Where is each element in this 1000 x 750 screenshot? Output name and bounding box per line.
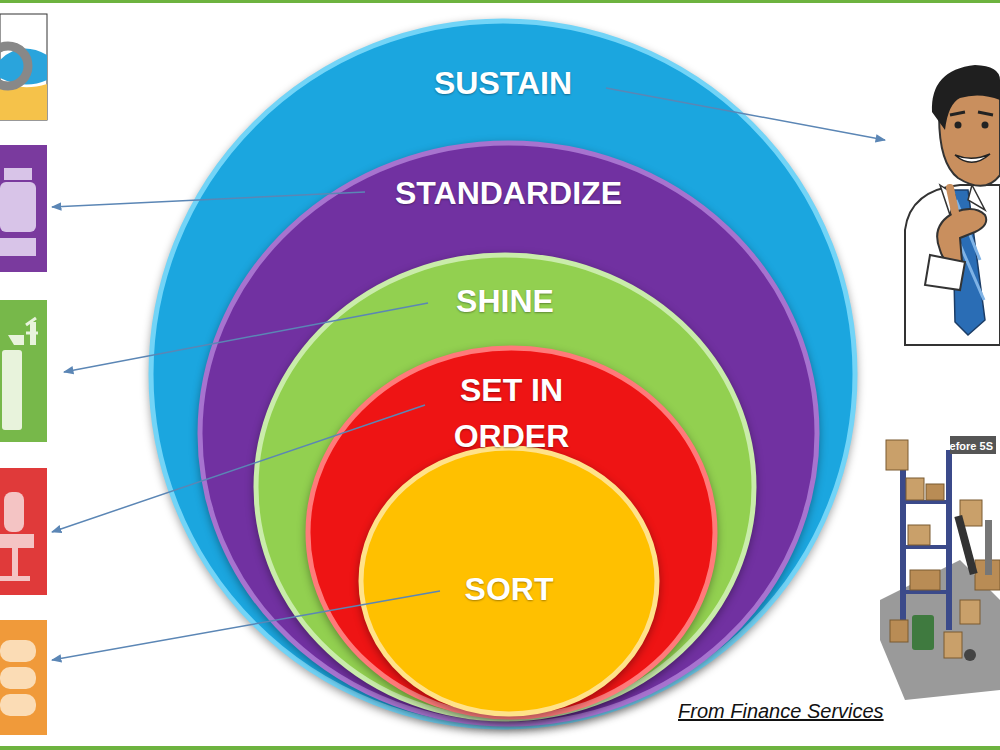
leader-line bbox=[52, 405, 425, 532]
leader-line bbox=[52, 591, 440, 660]
step-label: SHINE bbox=[395, 278, 615, 324]
step-label: SET IN ORDER bbox=[427, 367, 597, 460]
shine-icon bbox=[0, 300, 47, 442]
step-label: SORT bbox=[399, 566, 619, 612]
circle-node: SET IN ORDER SORT bbox=[305, 345, 718, 720]
step-label: SUSTAIN bbox=[343, 60, 663, 106]
frame-line bbox=[0, 746, 1000, 750]
cartoon-man bbox=[905, 65, 1000, 345]
sustain-icon bbox=[0, 14, 47, 120]
sort-icon bbox=[0, 620, 47, 735]
illustration-tag: Before 5S bbox=[939, 438, 996, 454]
circle-node: STANDARDIZE SHINE SET IN ORDER SORT bbox=[197, 140, 820, 727]
leader-line bbox=[606, 88, 885, 140]
step-label: STANDARDIZE bbox=[299, 170, 719, 216]
circle-node: SORT bbox=[358, 445, 660, 717]
source-note: From Finance Services bbox=[678, 700, 884, 723]
leader-line bbox=[64, 303, 428, 372]
warehouse-illustration bbox=[880, 436, 1000, 700]
set-in-order-icon bbox=[0, 468, 47, 595]
circle-node: SUSTAIN STANDARDIZE SHINE SET IN ORDER SORT bbox=[148, 18, 858, 730]
standardize-icon bbox=[0, 145, 47, 272]
frame-line bbox=[0, 0, 1000, 3]
leader-line bbox=[52, 192, 365, 207]
